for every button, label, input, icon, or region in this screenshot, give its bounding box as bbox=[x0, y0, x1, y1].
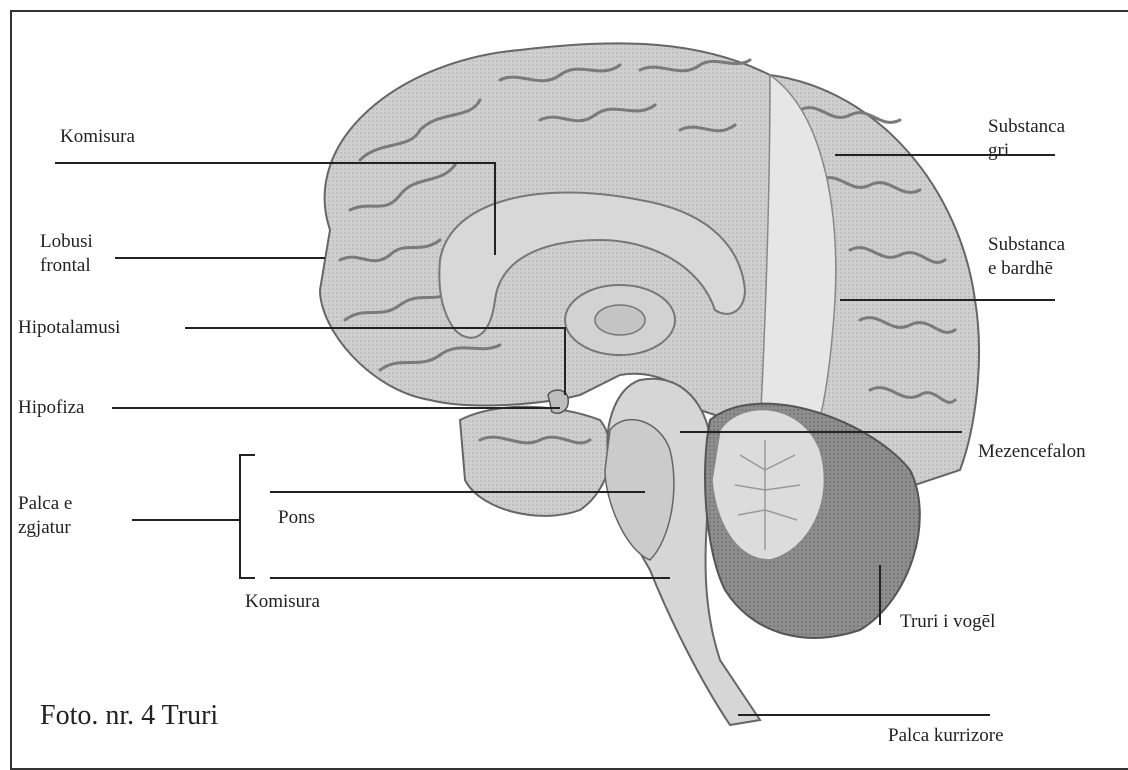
label-mezencefalon: Mezencefalon bbox=[978, 440, 1086, 464]
label-palca-e-zgjatur: Palca e zgjatur bbox=[18, 492, 72, 540]
label-substanca-e-bardhe: Substanca e bardhē bbox=[988, 233, 1065, 281]
label-komisura-bottom: Komisura bbox=[245, 590, 320, 614]
label-komisura-top: Komisura bbox=[60, 125, 135, 149]
figure-caption: Foto. nr. 4 Truri bbox=[40, 700, 218, 732]
label-pons: Pons bbox=[278, 506, 315, 530]
label-hipotalamusi: Hipotalamusi bbox=[18, 316, 120, 340]
label-palca-kurrizore: Palca kurrizore bbox=[888, 724, 1004, 748]
pons-shape bbox=[605, 420, 674, 560]
thalamus-core-shape bbox=[595, 305, 645, 335]
label-substanca-gri: Substanca gri bbox=[988, 115, 1065, 163]
label-lobusi-frontal: Lobusi frontal bbox=[40, 230, 93, 278]
label-hipofiza: Hipofiza bbox=[18, 396, 84, 420]
label-truri-i-vogel: Truri i vogēl bbox=[900, 610, 995, 634]
temporal-lobe-shape bbox=[460, 407, 610, 516]
leader-palca-bracket bbox=[240, 455, 255, 578]
